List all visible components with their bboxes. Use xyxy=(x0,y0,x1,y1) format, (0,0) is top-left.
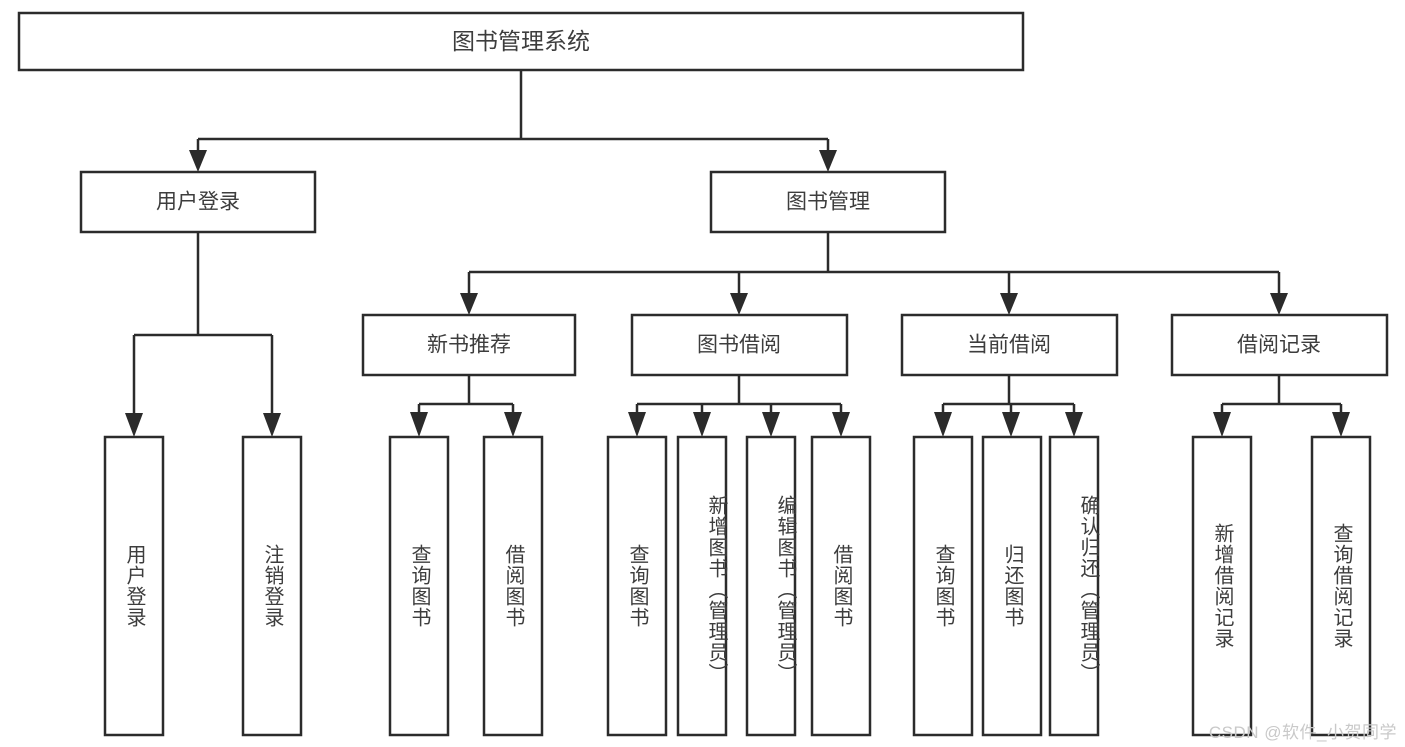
node-leaf-query-book-borrow-box[interactable] xyxy=(606,435,668,737)
node-leaf-confirm-return-box[interactable] xyxy=(1048,435,1100,737)
node-book-borrow-box[interactable] xyxy=(630,313,849,377)
node-current-borrow[interactable]: 当前借阅 xyxy=(900,313,1119,377)
node-root-label: 图书管理系统 xyxy=(452,28,590,54)
arrow-head-leaf-user-login xyxy=(125,413,143,437)
arrow-head-leaf-borrow-book xyxy=(832,412,850,437)
node-leaf-edit-book-box[interactable] xyxy=(745,435,797,737)
arrow-head-leaf-query-book-recommend xyxy=(410,412,428,437)
node-leaf-query-borrow-record-box[interactable] xyxy=(1310,435,1372,737)
connector-group-book-borrow xyxy=(628,375,850,437)
node-book-borrow-label: 图书借阅 xyxy=(697,334,781,357)
arrow-head-book-manage xyxy=(819,150,837,172)
arrow-head-leaf-confirm-return xyxy=(1065,412,1083,437)
connector-group-book-manage xyxy=(460,232,1288,315)
node-leaf-borrow-book-box[interactable] xyxy=(810,435,872,737)
node-leaf-return-book-box[interactable] xyxy=(981,435,1043,737)
arrow-head-new-book-recommend xyxy=(460,293,478,315)
node-current-borrow-box[interactable] xyxy=(900,313,1119,377)
arrow-head-leaf-logout xyxy=(263,413,281,437)
arrow-head-book-borrow xyxy=(730,293,748,315)
connector-group-root xyxy=(189,70,837,172)
node-borrow-record-label: 借阅记录 xyxy=(1237,334,1321,357)
node-book-manage-label: 图书管理 xyxy=(786,191,870,214)
connector-group-new-book-recommend xyxy=(410,375,522,437)
node-book-manage[interactable]: 图书管理 xyxy=(709,170,947,234)
arrow-head-leaf-edit-book xyxy=(762,412,780,437)
node-leaf-add-book-box[interactable] xyxy=(676,435,728,737)
node-user-login-box[interactable] xyxy=(79,170,317,234)
node-leaf-user-login-box[interactable] xyxy=(103,435,165,737)
connector-group-current-borrow xyxy=(934,375,1083,437)
node-leaf-borrow-book-recommend-box[interactable] xyxy=(482,435,544,737)
arrow-head-leaf-query-borrow-record xyxy=(1332,412,1350,437)
node-leaf-add-borrow-record-box[interactable] xyxy=(1191,435,1253,737)
arrow-head-leaf-add-borrow-record xyxy=(1213,412,1231,437)
arrow-head-leaf-return-book xyxy=(1002,412,1020,437)
connector-group-borrow-record xyxy=(1213,375,1350,437)
arrow-head-leaf-add-book xyxy=(693,412,711,437)
arrow-head-leaf-borrow-book-recommend xyxy=(504,412,522,437)
node-book-borrow[interactable]: 图书借阅 xyxy=(630,313,849,377)
csdn-watermark: CSDN @软件_小贺同学 xyxy=(1208,723,1397,742)
node-leaf-logout-box[interactable] xyxy=(241,435,303,737)
node-user-login-label: 用户登录 xyxy=(156,191,240,214)
node-new-book-recommend[interactable]: 新书推荐 xyxy=(361,313,577,377)
connector-group-user-login xyxy=(125,232,281,437)
node-leaf-query-book-recommend-box[interactable] xyxy=(388,435,450,737)
arrow-head-user-login xyxy=(189,150,207,172)
node-root[interactable]: 图书管理系统 xyxy=(17,11,1025,72)
arrow-head-current-borrow xyxy=(1000,293,1018,315)
node-user-login[interactable]: 用户登录 xyxy=(79,170,317,234)
node-borrow-record[interactable]: 借阅记录 xyxy=(1170,313,1389,377)
arrow-head-leaf-query-book-current xyxy=(934,412,952,437)
leaf-node-group xyxy=(103,435,1372,737)
node-current-borrow-label: 当前借阅 xyxy=(967,334,1051,357)
node-leaf-query-book-current-box[interactable] xyxy=(912,435,974,737)
node-new-book-recommend-label: 新书推荐 xyxy=(427,334,511,357)
node-book-manage-box[interactable] xyxy=(709,170,947,234)
node-borrow-record-box[interactable] xyxy=(1170,313,1389,377)
arrow-head-borrow-record xyxy=(1270,293,1288,315)
arrow-head-leaf-query-book-borrow xyxy=(628,412,646,437)
node-root-box[interactable] xyxy=(17,11,1025,72)
node-new-book-recommend-box[interactable] xyxy=(361,313,577,377)
